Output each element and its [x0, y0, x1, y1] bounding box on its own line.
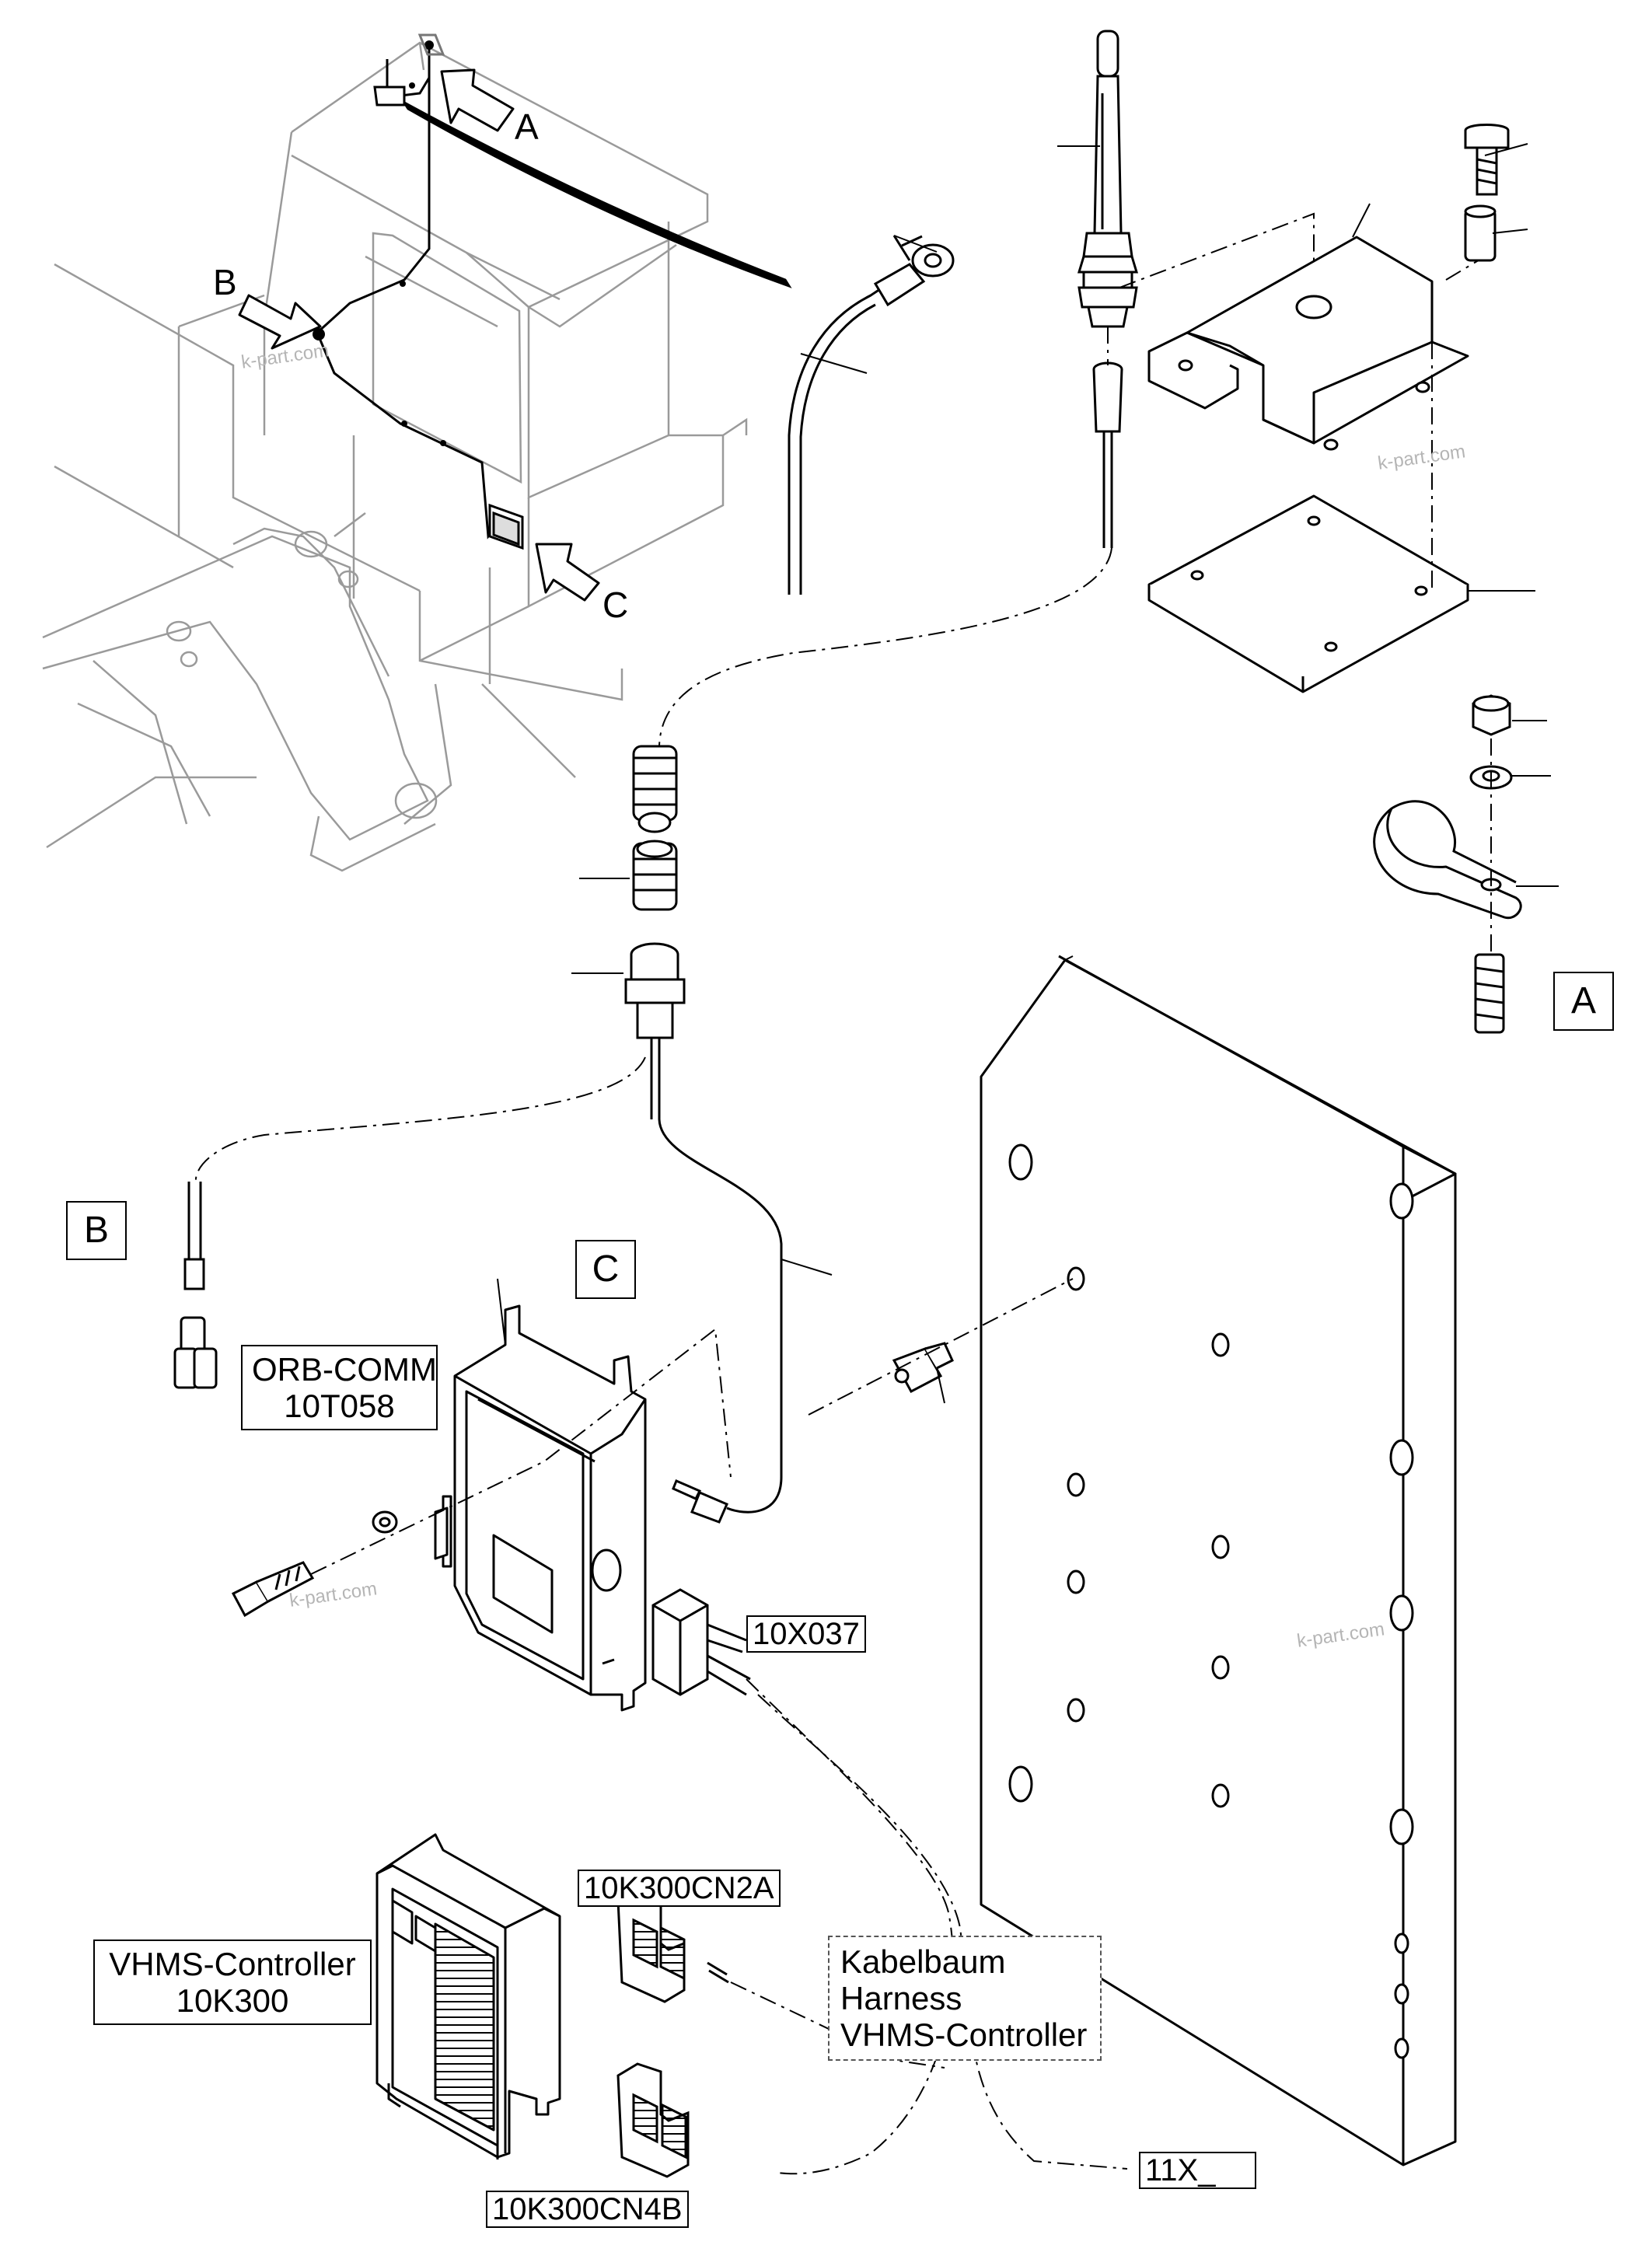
- antenna-assembly: [1077, 30, 1139, 548]
- coax-cable: [658, 1119, 783, 1514]
- overview-harness-sweep: [400, 99, 792, 288]
- mounting-bracket: [1147, 236, 1469, 451]
- vhms-controller-label: VHMS-Controller 10K300: [93, 1940, 372, 2026]
- orbcomm-label: ORB-COMM 10T058: [241, 1345, 438, 1431]
- back-plate-holes: [1008, 1143, 1414, 2059]
- connector-10x037-label: 10X037: [746, 1615, 866, 1653]
- vhms-label-line1: VHMS-Controller: [109, 1946, 356, 1982]
- arrow-c: [535, 543, 600, 602]
- mounting-plate: [1147, 494, 1469, 693]
- overview-harness-nodes: [313, 40, 446, 446]
- orbcomm-bolt: [231, 1510, 398, 1618]
- vhms-label-line2: 10K300: [176, 1982, 289, 2020]
- connector-cn4b-body: [616, 2062, 690, 2178]
- overview-antenna: [373, 33, 445, 106]
- connector-cn2a-label: 10K300CN2A: [578, 1870, 781, 1907]
- callout-b-letter: B: [213, 262, 237, 302]
- connector-11x-label: 11X_: [1139, 2152, 1256, 2189]
- bracket-centerlines: [1431, 256, 1486, 591]
- connector-cn2a-body: [616, 1887, 729, 2003]
- connector-10x037-body: [651, 1588, 751, 1696]
- bolt-top: [1464, 124, 1510, 262]
- harness-label: Kabelbaum Harness VHMS-Controller: [828, 1936, 1102, 2062]
- detail-tag-a: A: [1553, 972, 1614, 1031]
- cable-route-b: [194, 1056, 646, 1182]
- detail-tag-c: C: [575, 1240, 636, 1299]
- orbcomm-unit: [434, 1304, 647, 1712]
- callout-arrows: [238, 68, 600, 602]
- standoff-centerline: [808, 1278, 1074, 1416]
- orbcomm-label-line1: ORB-COMM: [252, 1351, 437, 1388]
- callout-a-letter: A: [515, 106, 539, 147]
- overview-harness: [316, 45, 503, 539]
- harness-label-line3: VHMS-Controller: [840, 2016, 1088, 2054]
- detail-b-parts: [173, 1182, 218, 1389]
- coax-connector-stack: [624, 745, 686, 1119]
- arrow-a: [440, 68, 515, 132]
- standoff: [892, 1342, 954, 1394]
- ground-cable: [788, 235, 955, 595]
- connector-cn4b-label: 10K300CN4B: [486, 2191, 689, 2228]
- antenna-centerline: [658, 212, 1315, 747]
- arrow-b: [238, 294, 322, 350]
- harness-label-line1: Kabelbaum: [840, 1943, 1006, 1980]
- overview-controller: [488, 503, 524, 550]
- orbcomm-centerline: [310, 1328, 732, 1575]
- clamp-hardware: [1373, 694, 1522, 1034]
- harness-label-line2: Harness: [840, 1980, 962, 2017]
- leader-lines: [497, 143, 1559, 1404]
- harness-10x037: [746, 1678, 954, 2175]
- orbcomm-label-line2: 10T058: [284, 1388, 395, 1425]
- detail-tag-b: B: [66, 1201, 127, 1260]
- vhms-controller-body: [375, 1833, 561, 2159]
- callout-c-letter: C: [602, 585, 629, 625]
- coax-plug: [672, 1479, 728, 1524]
- harness-11x: [757, 1694, 1128, 2170]
